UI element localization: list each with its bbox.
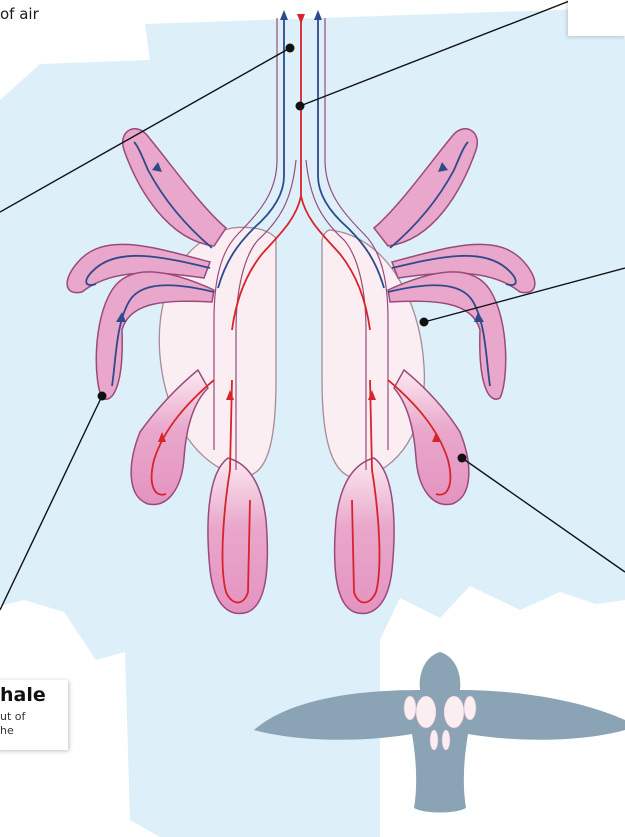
exhale-caption-box: hale ut of he [0, 680, 68, 750]
callout-dot [458, 454, 467, 463]
callout-dot [98, 392, 107, 401]
exhale-caption-title: hale [0, 684, 46, 706]
top-right-callout-box [568, 0, 625, 36]
arrowhead-icon [314, 10, 322, 20]
callout-dot [420, 318, 429, 327]
exhale-caption-line-1: ut of [0, 710, 25, 724]
callout-dot [296, 102, 305, 111]
top-left-label-fragment: of air [0, 4, 39, 24]
callout-dot [286, 44, 295, 53]
exhale-caption-line-2: he [0, 724, 14, 738]
arrowhead-icon [280, 10, 288, 20]
